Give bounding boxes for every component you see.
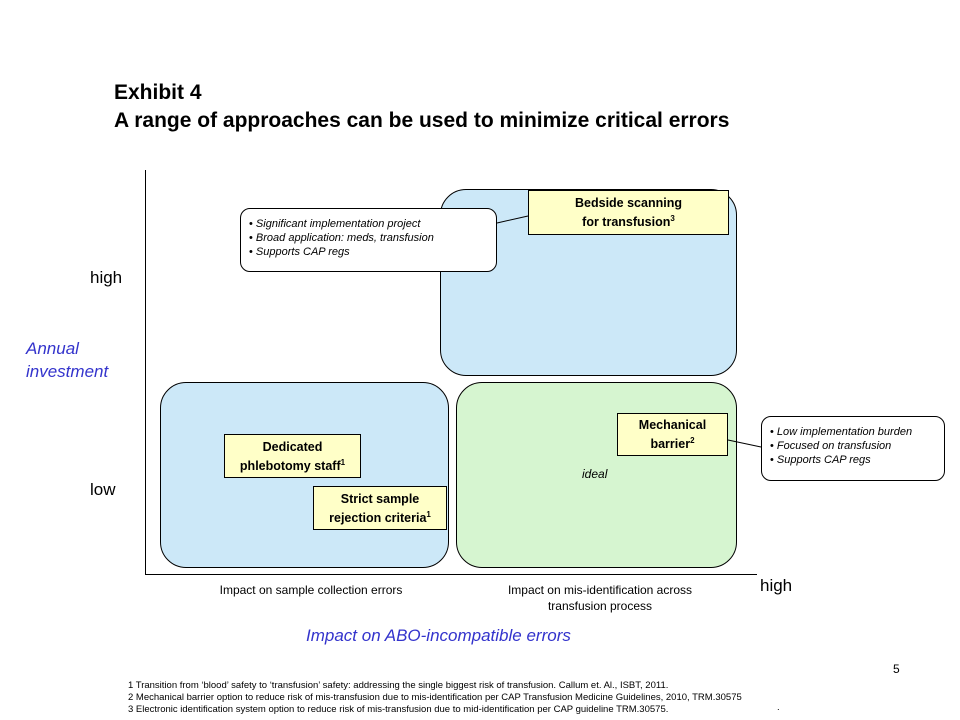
mechanical-line2: barrier — [650, 437, 691, 451]
y-axis-title-line2: investment — [26, 362, 109, 381]
y-axis-title: Annual investment — [26, 337, 108, 383]
footnote-ref: 3 — [670, 214, 675, 223]
x-label-misidentification: Impact on mis-identification across tran… — [470, 582, 730, 614]
callout-item: Broad application: meds, transfusion — [249, 231, 488, 245]
x-label-misidentification-line1: Impact on mis-identification across — [507, 583, 693, 597]
phlebotomy-line1: Dedicated — [262, 439, 323, 454]
footnote-2: 2 Mechanical barrier option to reduce ri… — [128, 692, 742, 703]
footnotes: 1 Transition from ‘blood’ safety to ‘tra… — [128, 680, 742, 716]
ideal-label: ideal — [582, 467, 608, 481]
footnote-ref: 1 — [426, 509, 431, 519]
bedside-connector — [496, 215, 529, 224]
exhibit-label: Exhibit 4 — [114, 81, 202, 104]
sample-rejection-box: Strict sample rejection criteria1 — [313, 486, 447, 530]
callout-item: Significant implementation project — [249, 217, 488, 231]
footnote-3: 3 Electronic identification system optio… — [128, 704, 669, 715]
x-label-collection: Impact on sample collection errors — [219, 583, 403, 597]
mechanical-connector — [727, 439, 762, 448]
x-axis-line — [145, 574, 757, 575]
bedside-callout: Significant implementation project Broad… — [240, 208, 497, 272]
footnote-1: 1 Transition from ‘blood’ safety to ‘tra… — [128, 680, 669, 691]
mechanical-line1: Mechanical — [638, 418, 707, 432]
y-low-label: low — [90, 480, 116, 499]
rejection-line1: Strict sample — [340, 491, 420, 506]
callout-item: Supports CAP regs — [770, 453, 936, 467]
y-axis-line — [145, 170, 146, 575]
footnote-ref: 1 — [340, 457, 346, 467]
rejection-line2: rejection criteria — [329, 510, 427, 525]
page-number: 5 — [893, 662, 900, 676]
page-title: A range of approaches can be used to min… — [114, 109, 730, 132]
bedside-scanning-box: Bedside scanning for transfusion3 — [528, 190, 729, 235]
y-high-label: high — [90, 268, 123, 287]
bedside-line2: for transfusion — [582, 215, 671, 229]
callout-item: Supports CAP regs — [249, 245, 488, 259]
x-high-label: high — [760, 576, 793, 595]
trailing-mark: . — [777, 702, 780, 713]
mechanical-callout: Low implementation burden Focused on tra… — [761, 416, 945, 481]
footnote-ref: 2 — [690, 436, 695, 445]
callout-item: Low implementation burden — [770, 425, 936, 439]
x-label-misidentification-line2: transfusion process — [547, 599, 653, 613]
x-axis-title: Impact on ABO-incompatible errors — [306, 626, 571, 645]
phlebotomy-line2: phlebotomy staff — [239, 458, 341, 473]
callout-item: Focused on transfusion — [770, 439, 936, 453]
y-axis-title-line1: Annual — [26, 339, 79, 358]
phlebotomy-staff-box: Dedicated phlebotomy staff1 — [224, 434, 361, 478]
mechanical-barrier-box: Mechanical barrier2 — [617, 413, 728, 456]
bedside-line1: Bedside scanning — [575, 196, 682, 210]
